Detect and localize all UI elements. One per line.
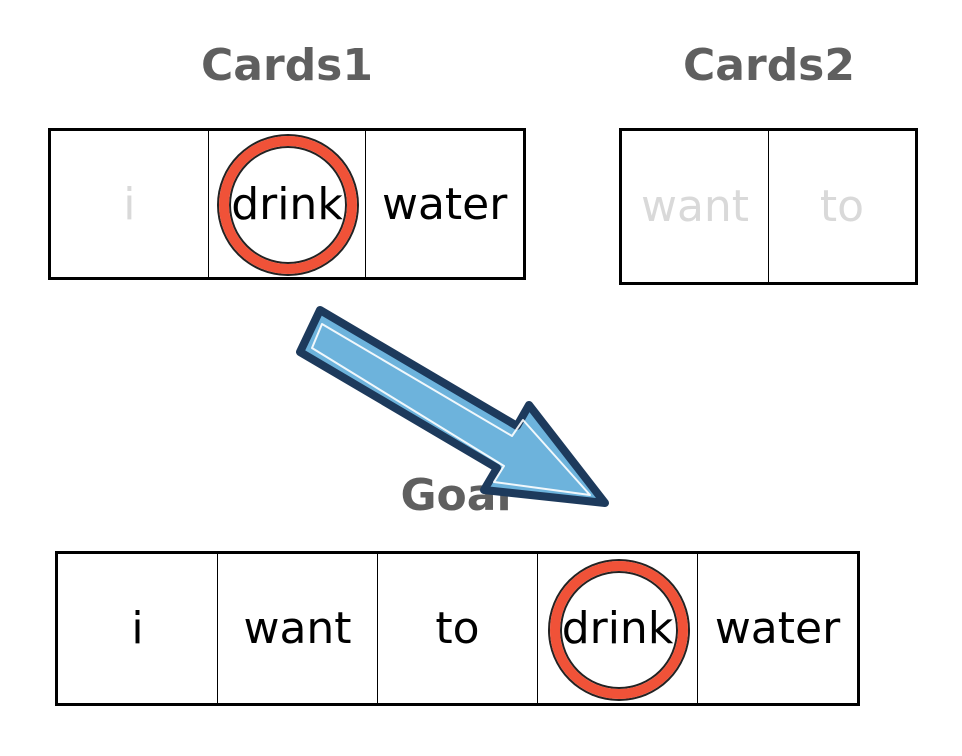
card-cards2-1: to — [769, 131, 915, 282]
card-word: water — [381, 178, 508, 230]
cards2-row: want to — [619, 128, 918, 285]
card-goal-2: to — [378, 554, 538, 703]
card-word: i — [123, 178, 136, 230]
card-cards1-0: i — [51, 131, 209, 277]
card-goal-3: drink — [538, 554, 698, 703]
card-word: want — [640, 181, 750, 232]
card-cards1-2: water — [366, 131, 523, 277]
card-word: water — [714, 603, 841, 654]
card-goal-4: water — [698, 554, 857, 703]
card-goal-1: want — [218, 554, 378, 703]
cards1-title: Cards1 — [201, 40, 373, 91]
cards2-title: Cards2 — [683, 40, 855, 91]
card-word: drink — [231, 178, 343, 230]
card-word: to — [819, 181, 865, 232]
card-cards2-0: want — [622, 131, 769, 282]
cards1-row: i drink water — [48, 128, 526, 280]
goal-row: i want to drink water — [55, 551, 860, 706]
card-word: i — [131, 603, 144, 654]
card-goal-0: i — [58, 554, 218, 703]
card-word: drink — [561, 603, 674, 654]
card-cards1-1: drink — [209, 131, 367, 277]
card-word: want — [243, 603, 352, 654]
card-word: to — [435, 603, 480, 654]
goal-title: Goal — [400, 470, 512, 521]
